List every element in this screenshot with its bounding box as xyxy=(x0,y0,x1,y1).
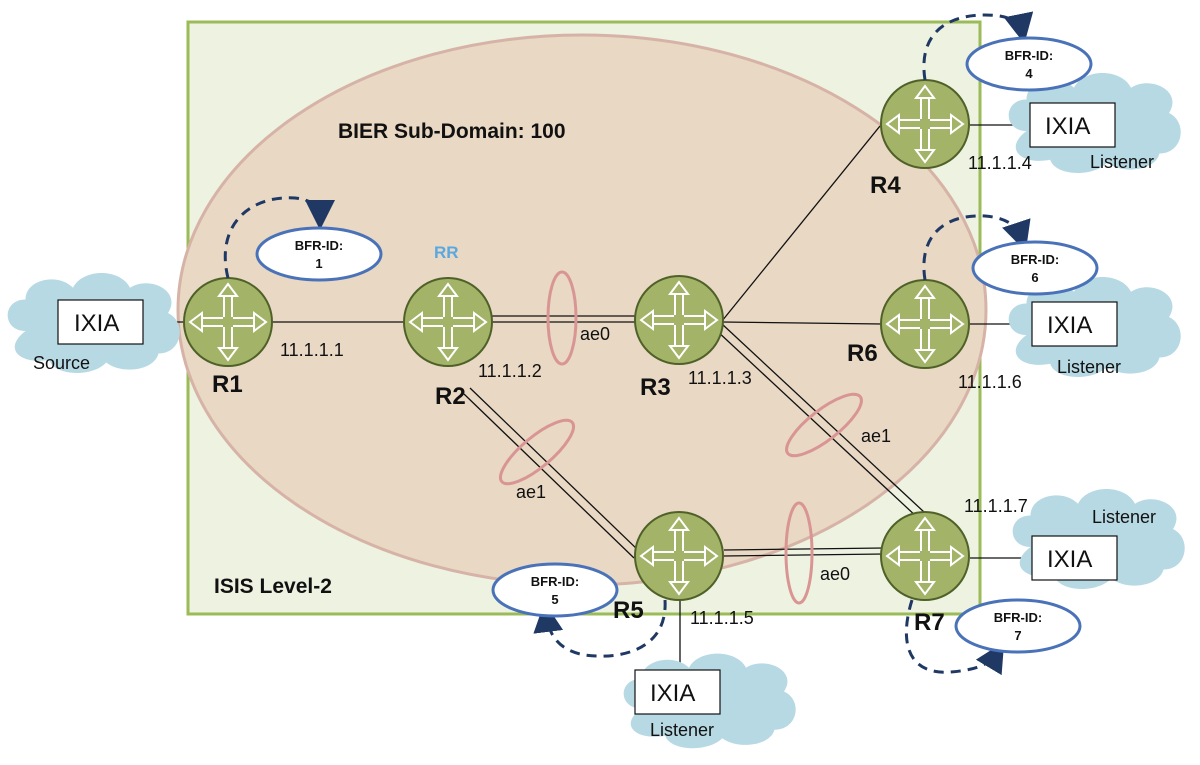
router-r5-name: R5 xyxy=(613,597,644,624)
ixia-r5-label: IXIA xyxy=(650,680,695,707)
ae0-label-r5-r7: ae0 xyxy=(820,564,850,584)
router-r2-icon xyxy=(403,277,493,367)
router-r6-name: R6 xyxy=(847,340,878,367)
ixia-r7: IXIA Listener xyxy=(1031,507,1156,581)
router-r1-icon xyxy=(183,277,273,367)
ixia-r5: IXIA Listener xyxy=(634,669,721,740)
ixia-source-label: IXIA xyxy=(74,310,119,337)
ixia-r6-role: Listener xyxy=(1057,357,1121,377)
router-r6-ip: 11.1.1.6 xyxy=(958,372,1022,392)
ae1-ring-r3-r7 xyxy=(785,392,863,458)
ixia-r4-label: IXIA xyxy=(1045,113,1090,140)
ixia-source: IXIA Source xyxy=(33,299,144,373)
router-r4-ip: 11.1.1.4 xyxy=(968,153,1032,173)
ixia-r4-role: Listener xyxy=(1090,152,1154,172)
ae1-label-r3-r7: ae1 xyxy=(861,426,891,446)
router-r3-ip: 11.1.1.3 xyxy=(688,368,752,388)
bfr-id-5: BFR-ID: 5 xyxy=(491,562,619,618)
bfr-id-7-label: BFR-ID: xyxy=(994,610,1042,625)
router-r6-icon xyxy=(880,279,970,369)
router-r5-icon xyxy=(634,511,724,601)
bfr-id-7: BFR-ID: 7 xyxy=(954,598,1082,654)
isis-level-label: ISIS Level-2 xyxy=(214,575,332,598)
links xyxy=(143,124,1032,672)
router-r3-icon xyxy=(634,275,724,365)
router-r2-ip: 11.1.1.2 xyxy=(478,361,542,381)
bfr-id-4-value: 4 xyxy=(1025,66,1033,81)
rr-label: RR xyxy=(434,243,459,262)
ixia-r6-label: IXIA xyxy=(1047,312,1092,339)
bfr-id-6-label: BFR-ID: xyxy=(1011,252,1059,267)
ae0-label-r2-r3: ae0 xyxy=(580,324,610,344)
ae1-ring-r2-r5 xyxy=(498,418,576,486)
bfr-id-4-label: BFR-ID: xyxy=(1005,48,1053,63)
router-r4-icon xyxy=(880,79,970,169)
router-r1-name: R1 xyxy=(212,371,243,398)
bfr-id-7-value: 7 xyxy=(1014,628,1021,643)
ixia-r5-role: Listener xyxy=(650,720,714,740)
router-r3-name: R3 xyxy=(640,374,671,401)
router-r7-icon xyxy=(880,511,970,601)
router-r1-ip: 11.1.1.1 xyxy=(280,340,344,360)
router-r5-ip: 11.1.1.5 xyxy=(690,608,754,628)
ae0-ring-r2-r3 xyxy=(546,270,578,366)
bfr-id-4: BFR-ID: 4 xyxy=(965,36,1093,92)
bfr-id-1: BFR-ID: 1 xyxy=(255,226,383,282)
bfr-id-5-label: BFR-ID: xyxy=(531,574,579,589)
bfr-id-6: BFR-ID: 6 xyxy=(971,240,1099,296)
bfr-id-6-value: 6 xyxy=(1031,270,1038,285)
router-r7-name: R7 xyxy=(914,609,945,636)
bier-subdomain-ellipse xyxy=(176,33,988,587)
ixia-source-role: Source xyxy=(33,353,90,373)
ixia-r6: IXIA Listener xyxy=(1031,301,1121,377)
ae1-label-r2-r5: ae1 xyxy=(516,482,546,502)
ixia-r4: IXIA Listener xyxy=(1029,102,1154,172)
ae0-ring-r5-r7 xyxy=(784,501,814,605)
router-r7-ip: 11.1.1.7 xyxy=(964,496,1028,516)
bfr-id-5-value: 5 xyxy=(551,592,558,607)
ixia-r7-role: Listener xyxy=(1092,507,1156,527)
router-r4-name: R4 xyxy=(870,172,901,199)
bfr-id-1-label: BFR-ID: xyxy=(295,238,343,253)
dashed-arrows xyxy=(223,11,1034,676)
bier-subdomain-label: BIER Sub-Domain: 100 xyxy=(338,120,566,143)
ixia-r7-label: IXIA xyxy=(1047,546,1092,573)
bfr-id-1-value: 1 xyxy=(315,256,322,271)
router-r2-name: R2 xyxy=(435,383,466,410)
